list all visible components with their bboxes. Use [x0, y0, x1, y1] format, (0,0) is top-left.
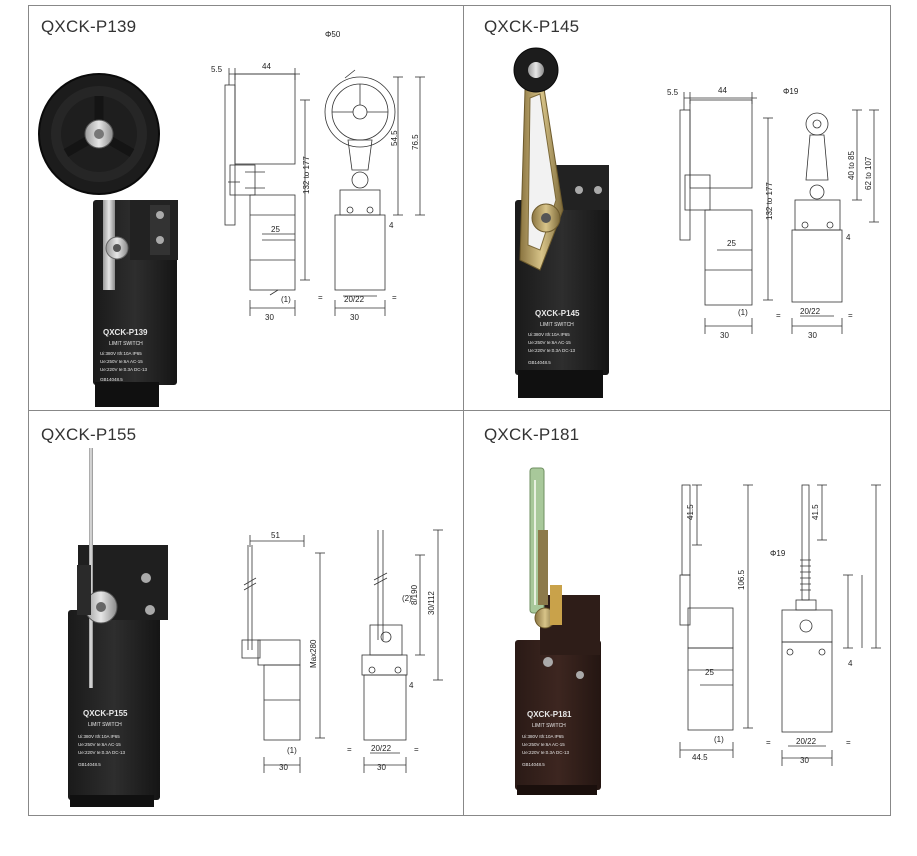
dim-p145-8: 4: [846, 233, 851, 242]
dim-p181-7: Φ19: [770, 549, 786, 558]
product-standard-p139: GB14048.5: [100, 377, 123, 382]
drawing-side-p181: [679, 484, 753, 758]
dim-p155-9: 20/22: [371, 744, 392, 753]
dim-p155-12: =: [414, 745, 419, 754]
dim-p145-13: =: [776, 311, 781, 320]
grid-top-border: [28, 5, 890, 6]
product-label-model-p145: QXCK-P145: [535, 309, 580, 318]
dim-p139-4: 132 to 177: [302, 156, 311, 194]
dim-p155-10: 30: [377, 763, 386, 772]
dim-p139-5: 54.5: [390, 130, 399, 146]
dim-p181-5: 44.5: [692, 753, 708, 762]
dim-p155-5: (2): [402, 594, 412, 603]
dim-p145-7: 25: [727, 239, 736, 248]
dim-p139-8: 4: [389, 221, 394, 230]
dim-p139-13: =: [318, 293, 323, 302]
dim-p139-9: (1): [281, 295, 291, 304]
drawing-front-p155: [361, 529, 443, 773]
product-spec-1-p145: Ui:380V Ith:10A IP65: [528, 332, 570, 337]
drawing-front-p145: [791, 109, 879, 334]
dim-p139-3: Φ50: [325, 30, 341, 39]
product-spec-2-p155: Ue:250V Ie:6A AC-15: [78, 742, 121, 747]
product-spec-2-p145: Ue:250V Ie:6A AC-15: [528, 340, 571, 345]
dim-p139-10: 30: [265, 313, 274, 322]
drawing-front-p139: [324, 69, 425, 316]
drawing-side-p145: [679, 92, 773, 334]
dim-p155-7: (1): [287, 746, 297, 755]
dim-p181-9: 20/22: [796, 737, 817, 746]
product-spec-2-p139: Ue:250V Ie:6A AC-15: [100, 359, 143, 364]
dim-p145-12: 30: [808, 331, 817, 340]
product-label-model-p181: QXCK-P181: [527, 710, 572, 719]
dim-p155-1: 51: [271, 531, 280, 540]
dim-p155-3: 8/190: [410, 584, 419, 605]
dim-p145-4: 132 to 177: [765, 182, 774, 220]
drawing-side-p139: [224, 68, 310, 316]
product-label-model-p139: QXCK-P139: [103, 328, 148, 337]
product-standard-p155: GB14048.5: [78, 762, 101, 767]
dim-p145-6: 62 to 107: [864, 156, 873, 190]
dim-p145-5: 40 to 85: [847, 151, 856, 180]
dim-p139-14: =: [392, 293, 397, 302]
dim-p155-4: 30/112: [427, 591, 436, 615]
product-spec-1-p155: Ui:380V Ith:10A IP65: [78, 734, 120, 739]
product-label-model-p155: QXCK-P155: [83, 709, 128, 718]
dim-p139-12: 30: [350, 313, 359, 322]
product-standard-p145: GB14048.5: [528, 360, 551, 365]
product-label-subtitle-p155: LIMIT SWITCH: [88, 722, 122, 728]
cell-title-p139: QXCK-P139: [41, 17, 137, 36]
dim-p145-3: Φ19: [783, 87, 799, 96]
dim-p181-3: 25: [705, 668, 714, 677]
dim-p155-6: 4: [409, 681, 414, 690]
product-photo-p145: [513, 47, 609, 398]
drawing-front-p181: [781, 484, 881, 766]
dim-p145-14: =: [848, 311, 853, 320]
product-label-subtitle-p139: LIMIT SWITCH: [109, 341, 143, 347]
product-spec-1-p139: Ui:380V Ith:10A IP65: [100, 351, 142, 356]
dim-p139-6: 76.5: [411, 134, 420, 150]
dim-p181-1: 41.5: [686, 504, 695, 520]
dim-p181-6: 41.5: [811, 504, 820, 520]
dim-p155-8: 30: [279, 763, 288, 772]
dim-p181-10: 30: [800, 756, 809, 765]
dim-p139-2: 44: [262, 62, 271, 71]
dim-p145-10: 30: [720, 331, 729, 340]
product-photo-p155: [68, 448, 168, 807]
dim-p139-7: 25: [271, 225, 280, 234]
drawing-side-p155: [241, 535, 325, 773]
product-standard-p181: GB14048.5: [522, 762, 545, 767]
dim-p139-11: 20/22: [344, 295, 365, 304]
dim-p145-1: 5.5: [667, 88, 679, 97]
cell-title-p181: QXCK-P181: [484, 425, 580, 444]
product-spec-3-p145: Ue:220V Ie:0.3A DC-13: [528, 348, 576, 353]
dim-p181-8: 4: [848, 659, 853, 668]
dim-p181-12: =: [846, 738, 851, 747]
product-spec-3-p139: Ue:220V Ie:0.3A DC-13: [100, 367, 148, 372]
product-spec-1-p181: Ui:380V Ith:10A IP65: [522, 734, 564, 739]
dim-p155-11: =: [347, 745, 352, 754]
grid-divider-horizontal: [28, 410, 890, 411]
dim-p139-1: 5.5: [211, 65, 223, 74]
cell-title-p145: QXCK-P145: [484, 17, 580, 36]
dim-p181-11: =: [766, 738, 771, 747]
product-label-subtitle-p181: LIMIT SWITCH: [532, 723, 566, 729]
dim-p181-2: 106.5: [737, 569, 746, 590]
dim-p155-2: Max280: [309, 639, 318, 668]
product-photo-p181: [515, 467, 601, 795]
product-label-subtitle-p145: LIMIT SWITCH: [540, 322, 574, 328]
product-spec-3-p181: Ue:220V Ie:0.3A DC-13: [522, 750, 570, 755]
dim-p145-9: (1): [738, 308, 748, 317]
cell-title-p155: QXCK-P155: [41, 425, 137, 444]
product-photo-p139: [38, 73, 178, 407]
dim-p181-4: (1): [714, 735, 724, 744]
dim-p145-11: 20/22: [800, 307, 821, 316]
dim-p145-2: 44: [718, 86, 727, 95]
product-spec-3-p155: Ue:220V Ie:0.3A DC-13: [78, 750, 126, 755]
product-spec-2-p181: Ue:250V Ie:6A AC-15: [522, 742, 565, 747]
